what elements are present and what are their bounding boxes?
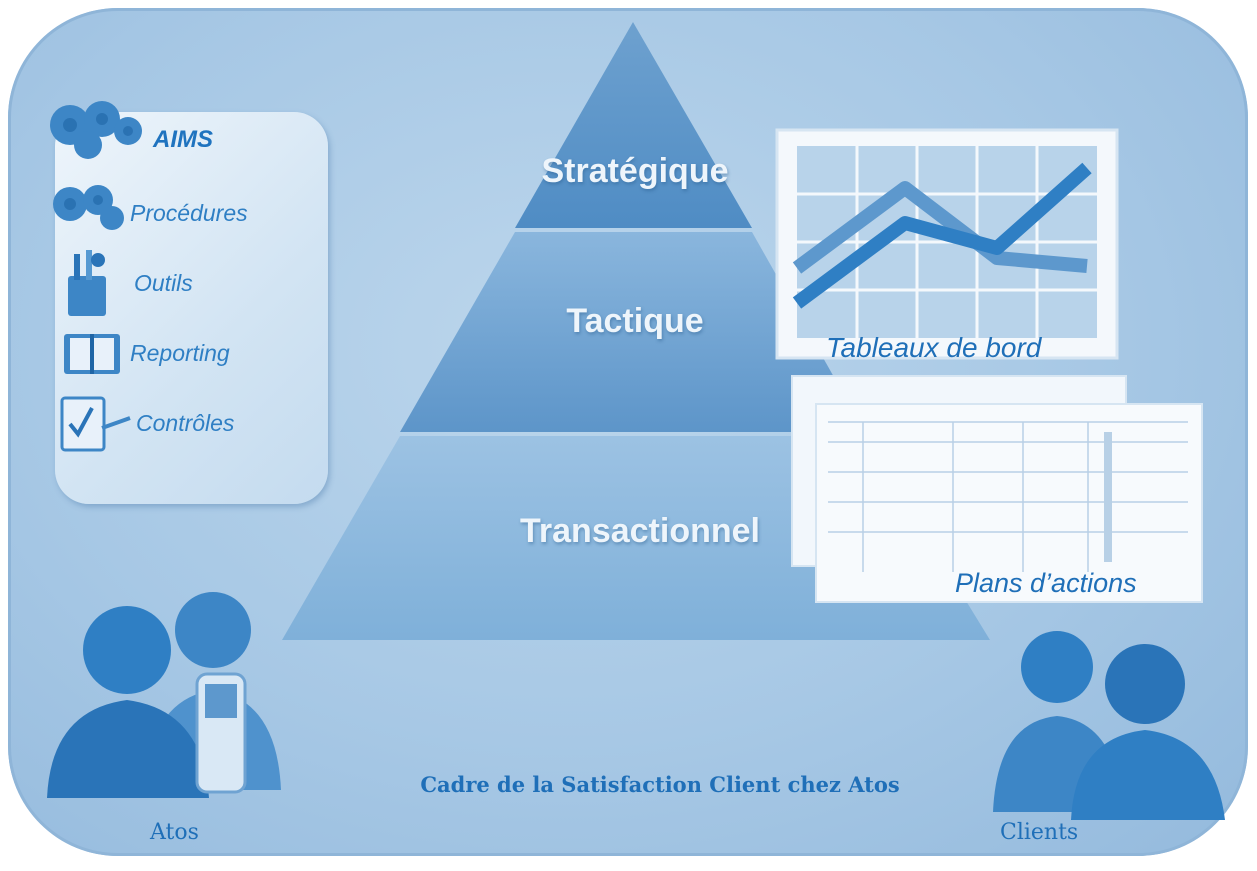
- diagram-title: Cadre de la Satisfaction Client chez Ato…: [420, 772, 900, 797]
- dashboard-chart: [775, 128, 1119, 360]
- atos-people-icon: [47, 592, 281, 798]
- action-plans-documents: [791, 375, 1203, 603]
- tools-icon: [68, 250, 106, 316]
- sidebar-item-reporting: Reporting: [130, 340, 230, 366]
- aims-title: AIMS: [153, 126, 213, 153]
- clients-people-icon: [993, 631, 1225, 820]
- sidebar-item-controls: Contrôles: [136, 410, 235, 436]
- dashboard-line-dark: [792, 162, 1092, 309]
- pyramid-label-strategic: Stratégique: [541, 152, 729, 190]
- pyramid-label-tactical: Tactique: [566, 302, 704, 340]
- action-plans-caption: Plans d’actions: [955, 568, 1137, 598]
- sidebar-item-procedures: Procédures: [130, 200, 248, 226]
- checklist-icon: [60, 396, 131, 452]
- sidebar-item-tools: Outils: [134, 270, 193, 296]
- clients-label: Clients: [1000, 820, 1079, 845]
- pyramid-tier-tactical: [400, 232, 865, 432]
- gears-icon: [53, 185, 124, 230]
- aims-gears-icon: [50, 101, 142, 159]
- pyramid-tier-strategic: [515, 22, 752, 228]
- dashboard-caption: Tableaux de bord: [826, 332, 1042, 363]
- dashboard-line-light: [792, 181, 1088, 274]
- book-icon: [64, 334, 120, 374]
- atos-label: Atos: [150, 820, 199, 845]
- pyramid-label-transactional: Transactionnel: [520, 512, 760, 550]
